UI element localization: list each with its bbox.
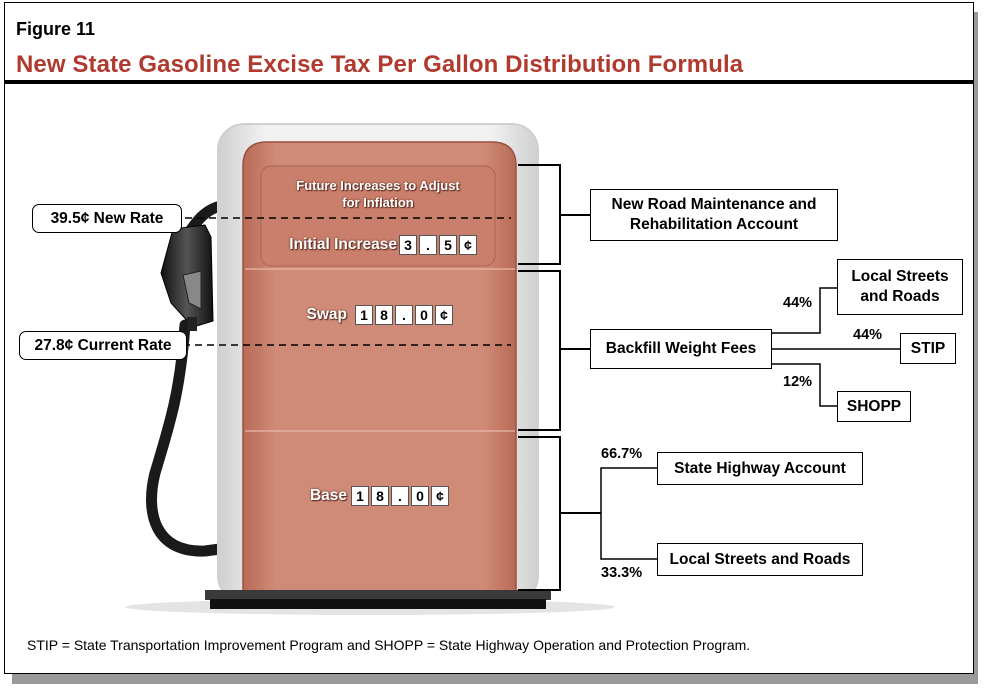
initial-digit-1: 3 — [399, 235, 417, 255]
footnote: STIP = State Transportation Improvement … — [27, 637, 751, 653]
backfill-weight-fees-box: Backfill Weight Fees — [590, 329, 772, 369]
pct-backfill-stip: 44% — [853, 327, 883, 343]
pct-backfill-local: 44% — [783, 295, 813, 311]
figure-title: New State Gasoline Excise Tax Per Gallon… — [16, 51, 744, 78]
new-rate-callout: 39.5¢ New Rate — [32, 204, 182, 233]
figure-label: Figure 11 — [16, 19, 96, 39]
swap-label: Swap — [306, 306, 347, 323]
swap-digit-1: 1 — [355, 305, 373, 325]
stip-box: STIP — [900, 333, 956, 364]
pump-base-foot — [210, 599, 546, 609]
new-road-account-box: New Road Maintenance and Rehabilitation … — [590, 189, 838, 241]
base-digit-5: ¢ — [431, 486, 449, 506]
shopp-box: SHOPP — [837, 391, 911, 422]
base-label: Base — [309, 487, 347, 504]
local-streets-small-box: Local Streets and Roads — [837, 259, 963, 315]
swap-digit-4: 0 — [415, 305, 433, 325]
title-rule — [5, 80, 973, 84]
pct-base-local: 33.3% — [601, 565, 643, 581]
connectors — [600, 287, 900, 560]
swap-digit-5: ¢ — [435, 305, 453, 325]
base-digit-4: 0 — [411, 486, 429, 506]
connector-backfill-shopp — [770, 363, 837, 407]
connector-base-highway — [600, 467, 657, 560]
base-digit-1: 1 — [351, 486, 369, 506]
brackets — [518, 164, 601, 591]
bracket-mid — [518, 270, 561, 431]
connector-backfill-local — [770, 287, 837, 334]
pct-backfill-shopp: 12% — [783, 374, 813, 390]
initial-digit-2: . — [419, 235, 437, 255]
pct-base-highway: 66.7% — [601, 446, 643, 462]
base-digit-3: . — [391, 486, 409, 506]
current-rate-callout: 27.8¢ Current Rate — [19, 331, 187, 360]
initial-digit-4: ¢ — [459, 235, 477, 255]
figure-frame: Figure 11 New State Gasoline Excise Tax … — [4, 2, 974, 674]
swap-digit-3: . — [395, 305, 413, 325]
initial-increase-label: Initial Increase — [289, 236, 397, 253]
swap-digit-2: 8 — [375, 305, 393, 325]
initial-digit-3: 5 — [439, 235, 457, 255]
pump-diagram — [125, 123, 900, 615]
state-highway-account-box: State Highway Account — [657, 452, 863, 485]
local-streets-large-box: Local Streets and Roads — [657, 543, 863, 576]
pump-base — [205, 590, 551, 600]
future-increases-text: Future Increases to Adjust for Inflation — [296, 178, 460, 210]
base-digit-2: 8 — [371, 486, 389, 506]
nozzle — [160, 224, 214, 331]
